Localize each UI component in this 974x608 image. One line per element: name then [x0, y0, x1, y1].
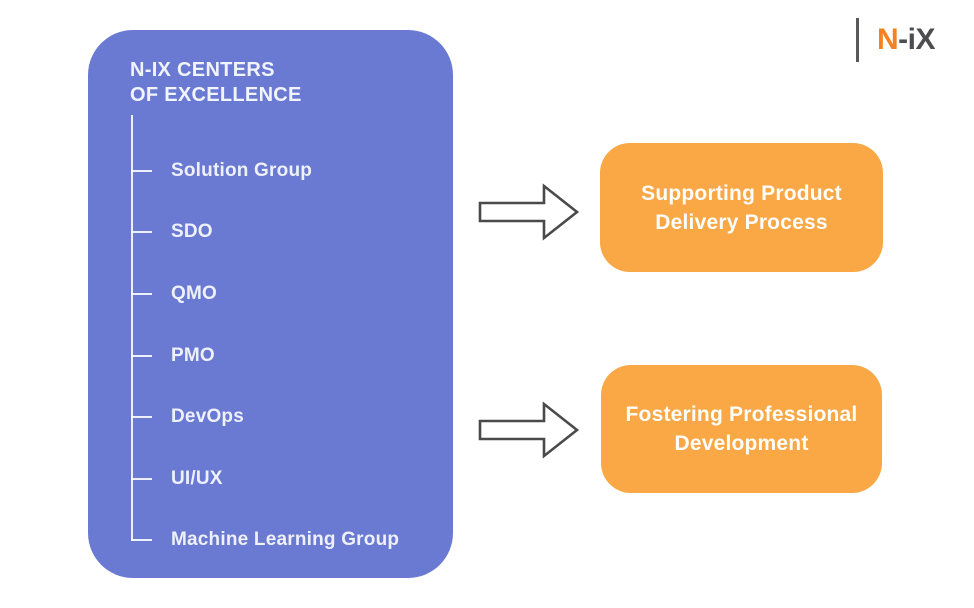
tree-vertical-line	[131, 115, 133, 541]
tree-tick-icon	[131, 231, 152, 233]
centers-of-excellence-panel: N-IX CENTERS OF EXCELLENCE Solution Grou…	[88, 30, 453, 578]
tree-item-solution-group: Solution Group	[131, 157, 312, 185]
tree-item-label: Machine Learning Group	[171, 529, 400, 550]
tree-item-label: PMO	[171, 345, 215, 366]
tree-tick-icon	[131, 293, 152, 295]
nix-logo: N-iX	[856, 18, 936, 62]
outcome-box-supporting-product-delivery: Supporting Product Delivery Process	[600, 143, 883, 272]
right-arrow-icon	[478, 183, 580, 241]
outcome-text: Fostering Professional Development	[626, 400, 858, 458]
tree-item-ui-ux: UI/UX	[131, 465, 223, 493]
panel-title-line2: OF EXCELLENCE	[130, 84, 302, 106]
tree-item-label: Solution Group	[171, 160, 313, 181]
outcome-line1: Supporting Product	[641, 181, 842, 205]
outcome-line1: Fostering Professional	[625, 403, 858, 426]
logo-text-orange: N	[877, 23, 899, 56]
tree-item-label: DevOps	[171, 406, 245, 427]
tree-item-machine-learning-group: Machine Learning Group	[131, 526, 399, 554]
panel-title: N-IX CENTERS OF EXCELLENCE	[130, 58, 302, 108]
tree-tick-icon	[131, 170, 152, 172]
panel-title-line1: N-IX CENTERS	[130, 59, 275, 81]
outcome-box-fostering-professional-development: Fostering Professional Development	[601, 365, 882, 493]
tree-item-label: QMO	[171, 283, 217, 304]
tree-item-label: UI/UX	[171, 468, 223, 489]
tree-tick-icon	[131, 539, 152, 541]
outcome-line2: Development	[674, 432, 809, 455]
logo-divider-line	[856, 18, 859, 62]
tree-item-sdo: SDO	[131, 218, 213, 246]
tree-tick-icon	[131, 416, 152, 418]
tree-tick-icon	[131, 478, 152, 480]
tree-item-label: SDO	[171, 221, 213, 242]
outcome-line2: Delivery Process	[655, 210, 828, 234]
logo-text: N-iX	[877, 23, 936, 56]
outcome-text: Supporting Product Delivery Process	[641, 179, 842, 237]
tree-item-pmo: PMO	[131, 342, 215, 370]
tree-item-qmo: QMO	[131, 280, 217, 308]
logo-text-gray: -iX	[898, 23, 936, 56]
tree-tick-icon	[131, 355, 152, 357]
right-arrow-icon	[478, 401, 580, 459]
tree-item-devops: DevOps	[131, 403, 244, 431]
